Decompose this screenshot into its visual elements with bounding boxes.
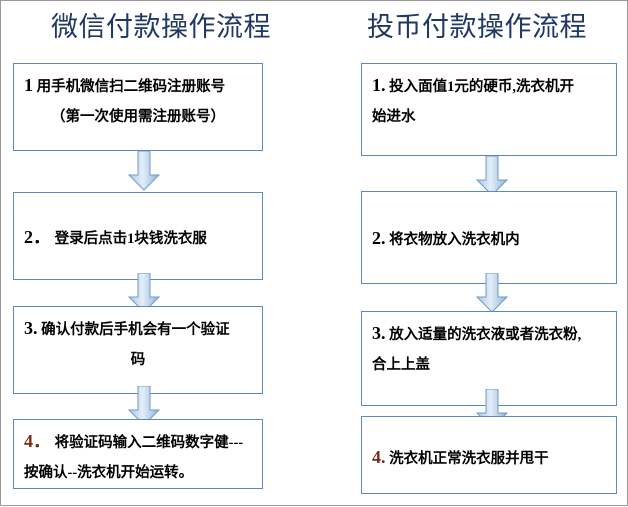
step-line: 3. 确认付款后手机会有一个验证 <box>24 313 252 345</box>
column-title-wechat: 微信付款操作流程 <box>51 12 271 42</box>
step-text: 登录后点击1块钱洗衣服 <box>54 231 207 247</box>
flow-step-box-2[interactable]: 2． 登录后点击1块钱洗衣服 <box>13 192 263 280</box>
step-number: 3. <box>24 318 38 338</box>
arrow-down-icon <box>475 273 509 313</box>
flow-step-box-1[interactable]: 1. 投入面值1元的硬币,洗衣机开 始进水 <box>361 63 617 156</box>
step-number: 1 <box>24 75 33 95</box>
step-text: 将验证码输入二维码数字健--- <box>54 435 244 451</box>
step-text: 确认付款后手机会有一个验证 <box>41 322 230 338</box>
step-line: 1. 投入面值1元的硬币,洗衣机开 <box>372 70 606 102</box>
flow-step-box-4[interactable]: 4． 将验证码输入二维码数字健--- 按确认--洗衣机开始运转。 <box>13 419 263 489</box>
step-text: 将衣物放入洗衣机内 <box>389 232 520 248</box>
step-number: 4． <box>24 431 51 451</box>
step-line: 合上上盖 <box>372 357 430 373</box>
step-text: 投入面值1元的硬币,洗衣机开 <box>389 79 574 95</box>
flow-column-wechat: 微信付款操作流程 1 用手机微信扫二维码注册账号 （第一次使用需注册账号） <box>1 1 315 507</box>
step-line: 码 <box>130 352 146 368</box>
flow-step-box-4[interactable]: 4. 洗衣机正常洗衣服并甩干 <box>361 416 617 494</box>
step-line: 2. 将衣物放入洗衣机内 <box>372 198 606 280</box>
step-line: 4． 将验证码输入二维码数字健--- <box>24 426 252 458</box>
step-line: （第一次使用需注册账号） <box>51 109 225 125</box>
step-number: 2． <box>24 227 51 247</box>
step-line: 1 用手机微信扫二维码注册账号 <box>24 70 252 102</box>
flow-step-box-2[interactable]: 2. 将衣物放入洗衣机内 <box>361 191 617 284</box>
step-number: 4. <box>372 447 386 467</box>
step-line: 2． 登录后点击1块钱洗衣服 <box>24 199 252 277</box>
arrow-down-icon <box>127 386 161 426</box>
flow-step-box-1[interactable]: 1 用手机微信扫二维码注册账号 （第一次使用需注册账号） <box>13 63 263 151</box>
step-number: 1. <box>372 75 386 95</box>
step-line: 4. 洗衣机正常洗衣服并甩干 <box>372 423 606 493</box>
arrow-down-icon <box>127 273 161 313</box>
step-number: 2. <box>372 228 386 248</box>
step-text: 用手机微信扫二维码注册账号 <box>36 79 226 95</box>
column-title-coin: 投币付款操作流程 <box>367 12 587 42</box>
step-text: 放入适量的洗衣液或者洗衣粉, <box>389 327 582 343</box>
flow-column-coin: 投币付款操作流程 1. 投入面值1元的硬币,洗衣机开 始进水 2. 将衣物放入洗… <box>315 1 628 507</box>
step-line: 3. 放入适量的洗衣液或者洗衣粉, <box>372 318 606 350</box>
arrow-down-icon <box>127 151 161 191</box>
step-line: 按确认--洗衣机开始运转。 <box>24 465 194 481</box>
step-number: 3. <box>372 323 386 343</box>
arrow-down-icon <box>475 156 509 196</box>
step-text: 洗衣机正常洗衣服并甩干 <box>389 451 549 467</box>
flow-step-box-3[interactable]: 3. 确认付款后手机会有一个验证 码 <box>13 306 263 394</box>
flow-step-box-3[interactable]: 3. 放入适量的洗衣液或者洗衣粉, 合上上盖 <box>361 311 617 406</box>
step-line: 始进水 <box>372 109 416 125</box>
